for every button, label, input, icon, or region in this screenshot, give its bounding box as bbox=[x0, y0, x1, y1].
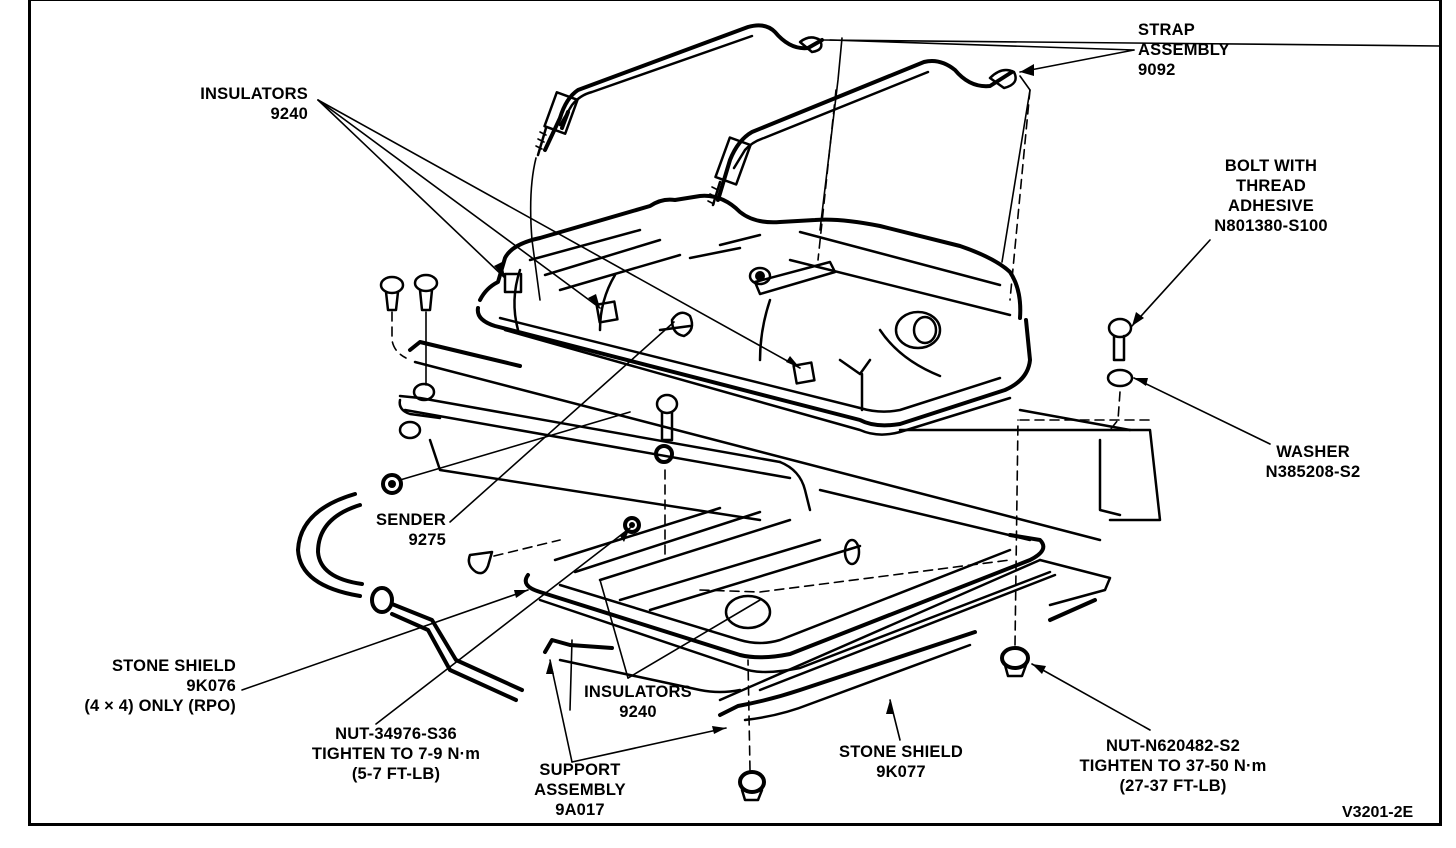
label-line: 9092 bbox=[1138, 61, 1176, 79]
label-line: 9K077 bbox=[876, 763, 926, 781]
label-line: TIGHTEN TO 37-50 N·m bbox=[1079, 757, 1267, 775]
label-line: 9K076 bbox=[186, 677, 236, 695]
leader-lines bbox=[241, 39, 1271, 763]
strap-assembly-front bbox=[529, 23, 824, 301]
insulator bbox=[792, 361, 816, 385]
bolt-left-1 bbox=[379, 275, 407, 359]
label-line: NUT-N620482-S2 bbox=[1106, 737, 1240, 755]
label-line: N385208-S2 bbox=[1265, 463, 1361, 481]
label-nut-34976-s36: NUT-34976-S36 TIGHTEN TO 7-9 N·m (5-7 FT… bbox=[296, 724, 496, 784]
label-line: (27-37 FT-LB) bbox=[1119, 777, 1227, 795]
label-line: (5-7 FT-LB) bbox=[351, 765, 441, 783]
label-line: N801380-S100 bbox=[1214, 217, 1328, 235]
label-line: THREAD bbox=[1236, 177, 1306, 195]
label-line: SUPPORT bbox=[539, 761, 621, 779]
bolt-with-thread-adhesive bbox=[1107, 317, 1133, 362]
strap-assembly-rear bbox=[707, 37, 1441, 301]
label-washer: WASHER N385208-S2 bbox=[1248, 442, 1378, 482]
label-line: (4 × 4) ONLY (RPO) bbox=[84, 697, 236, 715]
diagram-frame bbox=[28, 0, 1442, 826]
bolt-left-2 bbox=[413, 273, 439, 386]
figure-code: V3201-2E bbox=[1342, 804, 1414, 821]
label-line: WASHER bbox=[1276, 443, 1350, 461]
fuel-tank bbox=[475, 193, 1032, 436]
label-line: NUT-34976-S36 bbox=[335, 725, 457, 743]
insulator bbox=[595, 300, 619, 324]
label-strap-assembly: STRAP ASSEMBLY 9092 bbox=[1138, 20, 1230, 80]
label-line: STRAP bbox=[1138, 21, 1195, 39]
label-stone-shield-9k077: STONE SHIELD 9K077 bbox=[826, 742, 976, 782]
arrowheads bbox=[494, 64, 1148, 734]
label-line: 9A017 bbox=[555, 801, 605, 819]
label-line: BOLT WITH bbox=[1224, 157, 1318, 175]
nut-left-upper bbox=[412, 382, 436, 402]
label-bolt-with-thread-adhesive: BOLT WITH THREAD ADHESIVE N801380-S100 bbox=[1196, 156, 1346, 236]
label-line: TIGHTEN TO 7-9 N·m bbox=[311, 745, 481, 763]
label-insulators-bottom: INSULATORS 9240 bbox=[578, 682, 698, 722]
label-line: INSULATORS bbox=[584, 683, 692, 701]
label-line: 9275 bbox=[408, 531, 446, 549]
label-line: ASSEMBLY bbox=[1138, 41, 1230, 59]
frame-crossmember bbox=[398, 340, 1162, 542]
label-support-assembly: SUPPORT ASSEMBLY 9A017 bbox=[530, 760, 630, 820]
label-line: 9240 bbox=[619, 703, 657, 721]
label-line: ASSEMBLY bbox=[534, 781, 626, 799]
support-assembly bbox=[523, 488, 1112, 674]
nut-bottom bbox=[738, 659, 766, 802]
label-line: ADHESIVE bbox=[1228, 197, 1314, 215]
label-line: STONE SHIELD bbox=[838, 743, 964, 761]
sender bbox=[381, 411, 631, 575]
label-stone-shield-9k076: STONE SHIELD 9K076 (4 × 4) ONLY (RPO) bbox=[60, 656, 236, 716]
label-insulators-top: INSULATORS 9240 bbox=[180, 84, 308, 124]
nut-left-lower bbox=[398, 420, 422, 440]
nut-n620482-s2 bbox=[1000, 419, 1030, 678]
nut-34976-s36 bbox=[623, 516, 641, 534]
insulator bbox=[503, 272, 523, 294]
label-line: INSULATORS bbox=[200, 85, 308, 103]
label-sender: SENDER 9275 bbox=[360, 510, 446, 550]
label-line: SENDER bbox=[376, 511, 446, 529]
label-line: STONE SHIELD bbox=[111, 657, 236, 675]
washer-n385208-s2 bbox=[1106, 368, 1134, 431]
bolt-center bbox=[654, 393, 679, 561]
label-line: 9240 bbox=[270, 105, 308, 123]
label-nut-n620482-s2: NUT-N620482-S2 TIGHTEN TO 37-50 N·m (27-… bbox=[1060, 736, 1286, 796]
stone-shield-9k077 bbox=[543, 558, 1057, 722]
stone-shield-9k076 bbox=[296, 492, 524, 702]
